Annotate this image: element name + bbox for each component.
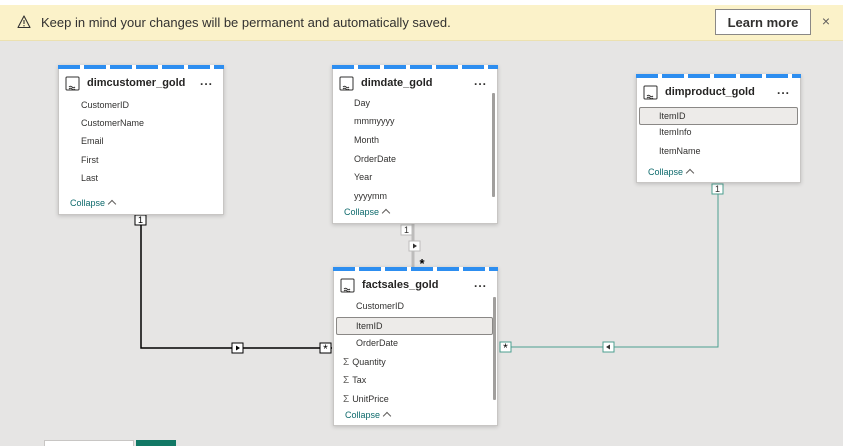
- svg-text:1: 1: [404, 225, 409, 235]
- field-itemid-selected[interactable]: ItemID: [336, 317, 493, 335]
- scrollbar[interactable]: [493, 297, 496, 400]
- lakehouse-table-icon: [339, 76, 354, 91]
- cross-filter-arrow-date: [408, 240, 421, 252]
- table-card-header[interactable]: factsales_gold ...: [340, 276, 491, 294]
- lakehouse-table-icon: [65, 76, 80, 91]
- table-card-header[interactable]: dimproduct_gold ...: [643, 83, 794, 101]
- learn-more-button[interactable]: Learn more: [715, 9, 811, 35]
- cardinality-one-date: 1: [400, 224, 413, 236]
- chevron-up-icon: [381, 208, 391, 218]
- bottom-tab-bar: [0, 438, 843, 446]
- add-layout-tab[interactable]: [136, 440, 176, 446]
- table-card-dimdate[interactable]: dimdate_gold ... Day mmmyyyy Month Order…: [332, 65, 498, 224]
- field-customerid[interactable]: CustomerID: [356, 301, 405, 311]
- svg-text:*: *: [419, 256, 425, 271]
- cardinality-many-date: *: [419, 256, 425, 271]
- collapse-label: Collapse: [648, 167, 684, 177]
- field-label: ItemID: [659, 111, 686, 121]
- collapse-link[interactable]: Collapse: [70, 198, 117, 209]
- collapse-label: Collapse: [344, 207, 380, 217]
- relationship-customer-factsales: [140, 220, 332, 349]
- field-customerid[interactable]: CustomerID: [81, 100, 130, 110]
- field-email[interactable]: Email: [81, 136, 104, 146]
- table-name: dimproduct_gold: [665, 86, 755, 98]
- field-customername[interactable]: CustomerName: [81, 118, 145, 128]
- cardinality-one-product: 1: [711, 183, 724, 195]
- table-card-dimproduct[interactable]: dimproduct_gold ... ItemID ItemInfo Item…: [636, 74, 801, 183]
- sigma-icon: Σ: [343, 374, 350, 386]
- lakehouse-table-icon: [340, 278, 355, 293]
- field-first[interactable]: First: [81, 155, 99, 165]
- svg-text:*: *: [503, 341, 508, 355]
- chevron-up-icon: [107, 199, 117, 209]
- field-yyyymm[interactable]: yyyymm: [354, 191, 387, 201]
- sigma-icon: Σ: [343, 356, 350, 368]
- scrollbar[interactable]: [492, 93, 495, 197]
- top-edge: [0, 0, 843, 5]
- relationship-product-factsales: [500, 184, 719, 348]
- svg-text:*: *: [323, 342, 328, 356]
- close-icon[interactable]: ×: [821, 13, 831, 29]
- table-card-header[interactable]: dimcustomer_gold ...: [65, 74, 217, 92]
- cross-filter-arrow-product: [602, 341, 615, 353]
- warning-icon: [17, 15, 31, 29]
- field-last[interactable]: Last: [81, 173, 99, 183]
- chevron-up-icon: [685, 168, 695, 178]
- collapse-link[interactable]: Collapse: [344, 207, 391, 218]
- cardinality-many-product: *: [499, 341, 512, 355]
- more-options-icon[interactable]: ...: [199, 74, 213, 88]
- field-label: UnitPrice: [352, 394, 389, 404]
- notification-banner: Keep in mind your changes will be perman…: [0, 5, 843, 41]
- field-iteminfo[interactable]: ItemInfo: [659, 127, 692, 137]
- table-card-header[interactable]: dimdate_gold ...: [339, 74, 491, 92]
- field-day[interactable]: Day: [354, 98, 371, 108]
- table-name: dimdate_gold: [361, 77, 433, 89]
- sigma-icon: Σ: [343, 393, 350, 405]
- table-name: dimcustomer_gold: [87, 77, 186, 89]
- layout-tab[interactable]: [44, 440, 134, 446]
- table-card-stripe: [332, 65, 498, 69]
- collapse-label: Collapse: [345, 410, 381, 420]
- more-options-icon[interactable]: ...: [776, 83, 790, 97]
- field-orderdate[interactable]: OrderDate: [354, 154, 397, 164]
- field-label: Tax: [352, 375, 367, 385]
- field-itemname[interactable]: ItemName: [659, 146, 701, 156]
- field-year[interactable]: Year: [354, 172, 373, 182]
- collapse-label: Collapse: [70, 198, 106, 208]
- lakehouse-table-icon: [643, 85, 658, 100]
- field-itemid-selected[interactable]: ItemID: [639, 107, 798, 125]
- svg-text:1: 1: [715, 184, 720, 194]
- table-card-dimcustomer[interactable]: dimcustomer_gold ... CustomerID Customer…: [58, 65, 224, 215]
- cross-filter-arrow-customer: [231, 342, 244, 354]
- banner-message: Keep in mind your changes will be perman…: [41, 15, 451, 30]
- field-month[interactable]: Month: [354, 135, 380, 145]
- table-card-stripe: [333, 267, 498, 271]
- cardinality-many-customer: *: [319, 342, 332, 356]
- table-card-stripe: [58, 65, 224, 69]
- table-card-stripe: [636, 74, 801, 78]
- field-label: ItemID: [356, 321, 383, 331]
- svg-text:1: 1: [138, 215, 143, 225]
- more-options-icon[interactable]: ...: [473, 276, 487, 290]
- field-mmmyyyy[interactable]: mmmyyyy: [354, 116, 395, 126]
- field-orderdate[interactable]: OrderDate: [356, 338, 399, 348]
- cardinality-one-customer: 1: [134, 214, 147, 226]
- table-name: factsales_gold: [362, 279, 439, 291]
- field-label: Quantity: [352, 357, 386, 367]
- more-options-icon[interactable]: ...: [473, 74, 487, 88]
- table-card-factsales[interactable]: factsales_gold ... CustomerID ItemID Ord…: [333, 267, 498, 426]
- collapse-link[interactable]: Collapse: [648, 167, 695, 178]
- chevron-up-icon: [382, 411, 392, 421]
- collapse-link[interactable]: Collapse: [345, 410, 392, 421]
